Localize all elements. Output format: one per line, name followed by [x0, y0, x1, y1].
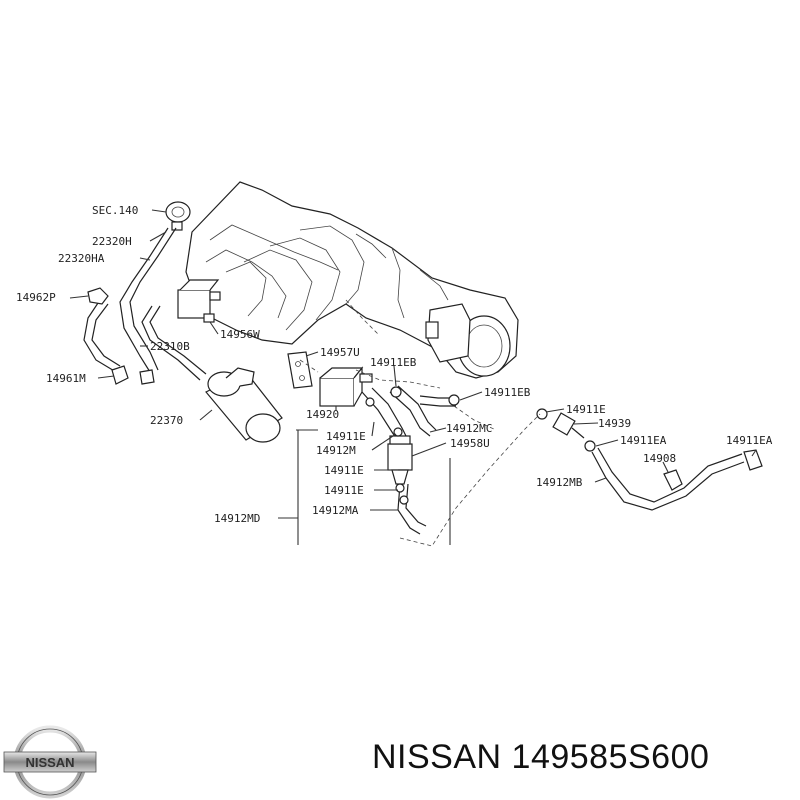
dashed-guides	[299, 299, 541, 547]
bracket-14957u	[287, 351, 313, 389]
part-labels: SEC.140 22320H 22320HA 14962P 14956W 223…	[16, 204, 773, 525]
label-14911ea-a: 14911EA	[620, 434, 667, 447]
intake-manifold	[185, 181, 519, 379]
label-14912ma: 14912MA	[312, 504, 359, 517]
label-14912m: 14912M	[316, 444, 356, 457]
label-14911e-a: 14911E	[326, 430, 366, 443]
label-14939: 14939	[598, 417, 631, 430]
part-number-caption: NISSAN 149585S600	[372, 738, 710, 776]
label-14961m: 14961M	[46, 372, 86, 385]
label-22320ha: 22320HA	[58, 252, 105, 265]
label-14958u: 14958U	[450, 437, 490, 450]
label-14912mc: 14912MC	[446, 422, 492, 435]
label-sec140: SEC.140	[92, 204, 138, 217]
sensor-sec140	[165, 201, 191, 231]
leader-lines	[69, 209, 757, 545]
label-14962p: 14962P	[16, 291, 56, 304]
label-14911eb-b: 14911EB	[484, 386, 531, 399]
logo-text: NISSAN	[25, 755, 74, 770]
clip-14962p	[87, 287, 109, 305]
label-14920: 14920	[306, 408, 339, 421]
solenoid-14956w	[177, 279, 221, 323]
label-22370: 22370	[150, 414, 183, 427]
label-14911e-c: 14911E	[324, 484, 364, 497]
canister-22370	[205, 367, 283, 443]
valve-14920	[319, 366, 373, 407]
nissan-logo: NISSAN	[3, 725, 97, 799]
label-14912mb: 14912MB	[536, 476, 583, 489]
fitting-14958u	[387, 435, 413, 485]
label-14911ea-b: 14911EA	[726, 434, 773, 447]
clamp-14961m	[111, 365, 155, 385]
label-14911e-b: 14911E	[324, 464, 364, 477]
label-22320h: 22320H	[92, 235, 132, 248]
label-14911eb-a: 14911EB	[370, 356, 417, 369]
label-14956w: 14956W	[220, 328, 260, 341]
label-22310b: 22310B	[150, 340, 190, 353]
label-14908: 14908	[643, 452, 676, 465]
label-14912md: 14912MD	[214, 512, 260, 525]
label-14911e-d: 14911E	[566, 403, 606, 416]
vacuum-hoses-left	[83, 227, 207, 381]
label-14957u: 14957U	[320, 346, 360, 359]
